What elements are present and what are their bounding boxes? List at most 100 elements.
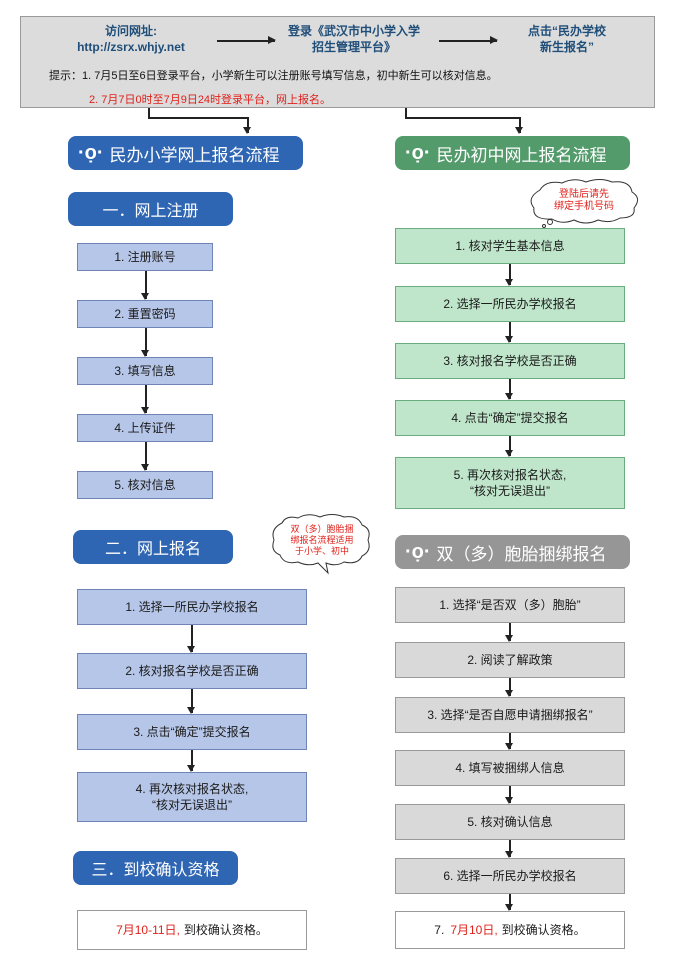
register-step: 1. 注册账号	[77, 243, 213, 271]
twins-step: 6. 选择一所民办学校报名	[395, 858, 625, 894]
step-label: “核对无误退出”	[470, 484, 550, 498]
section-confirm-title: 三．到校确认资格	[91, 862, 220, 879]
twins-note-text: 双（多）胞胎捆 绑报名流程适用 于小学、初中	[278, 524, 366, 557]
confirm-text: 到校确认资格。	[183, 923, 268, 937]
confirm-date: 7月10-11日,	[116, 923, 180, 937]
confirm-date: 7月10日,	[450, 923, 498, 937]
click-private-text: 点击“民办学校 新生报名”	[507, 23, 627, 55]
note-line: 双（多）胞胎捆	[290, 524, 354, 534]
bind-phone-callout	[530, 179, 638, 228]
login-line2: 招生管理平台》	[311, 40, 396, 54]
info-panel: 访问网址: http://zsrx.whjy.net 登录《武汉市中小学入学 招…	[20, 16, 655, 108]
apply-step: 2. 核对报名学校是否正确	[77, 653, 307, 689]
step-label: 4. 点击“确定”提交报名	[451, 411, 569, 425]
arrow-right-icon	[217, 37, 276, 43]
middle-school-step: 5. 再次核对报名状态, “核对无误退出”	[395, 457, 625, 509]
register-step: 5. 核对信息	[77, 471, 213, 499]
step-label: 4. 再次核对报名状态,	[135, 782, 249, 796]
step-label: 2. 阅读了解政策	[467, 653, 553, 667]
twins-step: 3. 选择“是否自愿申请捆绑报名”	[395, 697, 625, 733]
arrow-down-icon	[506, 894, 512, 911]
login-line1: 登录《武汉市中小学入学	[287, 24, 420, 38]
connector-line	[148, 108, 150, 118]
step-label: 3. 填写信息	[114, 364, 176, 378]
confirm-text: 到校确认资格。	[501, 923, 586, 937]
login-platform-text: 登录《武汉市中小学入学 招生管理平台》	[279, 23, 429, 55]
arrow-down-icon	[516, 117, 522, 134]
note-line: 于小学、初中	[294, 546, 349, 556]
step-label: 3. 选择“是否自愿申请捆绑报名”	[427, 708, 593, 722]
tip-line-1: 提示：1. 7月5日至6日登录平台，小学新生可以注册账号填写信息，初中新生可以核…	[49, 70, 498, 82]
middle-school-step: 4. 点击“确定”提交报名	[395, 400, 625, 436]
step-label: 4. 上传证件	[114, 421, 176, 435]
twins-flow-title: 双（多）胞胎捆绑报名	[436, 544, 607, 564]
lightbulb-icon: ·ọ·	[405, 540, 431, 563]
arrow-down-icon	[506, 678, 512, 697]
twins-step: 2. 阅读了解政策	[395, 642, 625, 678]
primary-school-flow-header: ·ọ· 民办小学网上报名流程	[68, 136, 303, 170]
apply-step: 3. 点击“确定”提交报名	[77, 714, 307, 750]
register-step: 3. 填写信息	[77, 357, 213, 385]
note-line: 绑定手机号码	[554, 201, 614, 212]
confirm-qualification-box: 7月10-11日, 到校确认资格。	[77, 910, 307, 950]
primary-school-flow-title: 民办小学网上报名流程	[109, 145, 280, 165]
bind-phone-note-text: 登陆后请先 绑定手机号码	[538, 189, 630, 213]
section-confirm-header: 三．到校确认资格	[73, 851, 238, 885]
twins-step: 5. 核对确认信息	[395, 804, 625, 840]
middle-school-step: 3. 核对报名学校是否正确	[395, 343, 625, 379]
lightbulb-icon: ·ọ·	[78, 141, 104, 164]
apply-step: 4. 再次核对报名状态, “核对无误退出”	[77, 772, 307, 822]
step-label: 5. 再次核对报名状态,	[453, 468, 567, 482]
arrow-down-icon	[142, 385, 148, 414]
register-step: 2. 重置密码	[77, 300, 213, 328]
note-line: 登陆后请先	[559, 189, 609, 200]
click-line2: 新生报名”	[539, 40, 594, 54]
arrow-down-icon	[142, 328, 148, 357]
section-register-header: 一．网上注册	[68, 192, 233, 226]
twins-note-callout	[272, 514, 370, 575]
visit-url: http://zsrx.whjy.net	[77, 40, 185, 54]
step-label: 3. 核对报名学校是否正确	[443, 354, 577, 368]
arrow-down-icon	[506, 379, 512, 400]
apply-step: 1. 选择一所民办学校报名	[77, 589, 307, 625]
middle-school-step: 2. 选择一所民办学校报名	[395, 286, 625, 322]
tip-line-2: 2. 7月7日0时至7月9日24时登录平台，网上报名。	[89, 94, 332, 106]
step-label: 1. 选择“是否双（多）胞胎”	[439, 598, 581, 612]
step-label: 1. 核对学生基本信息	[455, 239, 565, 253]
twins-confirm-box: 7. 7月10日, 到校确认资格。	[395, 911, 625, 949]
twins-step: 4. 填写被捆绑人信息	[395, 750, 625, 786]
section-register-title: 一．网上注册	[102, 203, 199, 220]
section-apply-header: 二．网上报名	[73, 530, 233, 564]
middle-school-flow-header: ·ọ· 民办初中网上报名流程	[395, 136, 630, 170]
arrow-right-icon	[439, 37, 498, 43]
arrow-down-icon	[142, 271, 148, 300]
connector-line	[148, 117, 248, 119]
middle-school-step: 1. 核对学生基本信息	[395, 228, 625, 264]
section-apply-title: 二．网上报名	[104, 541, 201, 558]
twins-flow-header: ·ọ· 双（多）胞胎捆绑报名	[395, 535, 630, 569]
step-label: 1. 选择一所民办学校报名	[125, 600, 259, 614]
arrow-down-icon	[188, 689, 194, 714]
middle-school-flow-title: 民办初中网上报名流程	[436, 145, 607, 165]
step-label: 3. 点击“确定”提交报名	[133, 725, 251, 739]
arrow-down-icon	[506, 733, 512, 750]
click-line1: 点击“民办学校	[527, 24, 606, 38]
step-label: 5. 核对确认信息	[467, 815, 553, 829]
step-label: 4. 填写被捆绑人信息	[455, 761, 565, 775]
arrow-down-icon	[506, 623, 512, 642]
arrow-down-icon	[506, 264, 512, 286]
note-line: 绑报名流程适用	[290, 535, 354, 545]
arrow-down-icon	[188, 625, 194, 653]
step-label: 1. 注册账号	[114, 250, 176, 264]
twins-step: 1. 选择“是否双（多）胞胎”	[395, 587, 625, 623]
visit-site-text: 访问网址: http://zsrx.whjy.net	[61, 23, 201, 55]
step-number: 7.	[434, 923, 445, 937]
arrow-down-icon	[506, 840, 512, 858]
connector-line	[405, 108, 407, 118]
step-label: 2. 选择一所民办学校报名	[443, 297, 577, 311]
connector-line	[405, 117, 520, 119]
arrow-down-icon	[506, 786, 512, 804]
arrow-down-icon	[244, 117, 250, 134]
step-label: 6. 选择一所民办学校报名	[443, 869, 577, 883]
step-label: 2. 核对报名学校是否正确	[125, 664, 259, 678]
